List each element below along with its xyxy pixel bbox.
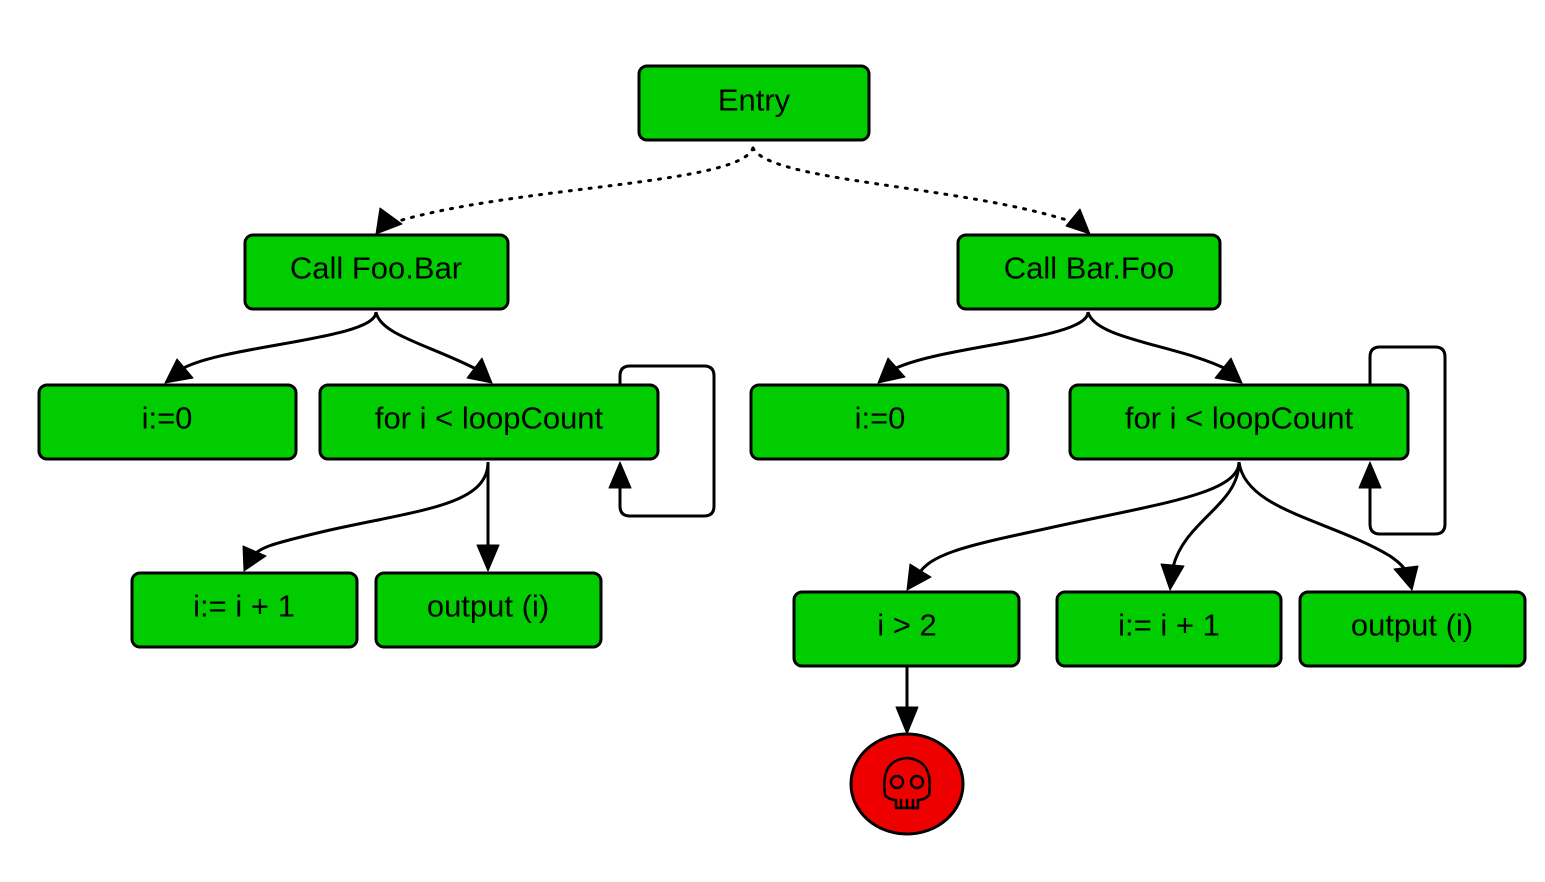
edge-call-foo-bar-to-loop — [374, 311, 479, 372]
edge-call-foo-bar-to-init — [179, 311, 378, 372]
arrowhead-foo-output — [476, 544, 500, 572]
node-bar-output-label: output (i) — [1351, 608, 1473, 643]
node-foo-output[interactable]: output (i) — [374, 571, 603, 649]
arrowhead-bar-increment — [1160, 563, 1185, 591]
node-entry[interactable]: Entry — [637, 64, 871, 142]
node-foo-increment-label: i:= i + 1 — [193, 589, 295, 624]
node-bar-increment[interactable]: i:= i + 1 — [1055, 590, 1283, 668]
node-bar-increment-label: i:= i + 1 — [1118, 608, 1220, 643]
arrowhead-call-bar-foo — [1065, 208, 1091, 235]
arrowhead-foo-self-loop — [608, 461, 632, 489]
node-call-bar-foo-label: Call Bar.Foo — [1004, 251, 1175, 286]
arrowhead-terminal — [895, 706, 919, 735]
node-terminal-crash[interactable] — [849, 732, 965, 836]
arrowhead-bar-init — [877, 357, 906, 384]
edge-foo-loop-self — [618, 364, 716, 518]
edge-bar-loop-self — [1368, 345, 1447, 536]
node-bar-loop[interactable]: for i < loopCount — [1068, 383, 1410, 461]
node-bar-init[interactable]: i:=0 — [749, 383, 1010, 461]
arrowheads — [164, 207, 1419, 735]
arrowhead-foo-loop — [466, 357, 493, 384]
arrowhead-call-foo-bar — [375, 207, 403, 235]
edges — [179, 146, 1447, 708]
arrowhead-bar-condition — [906, 563, 932, 591]
arrowhead-bar-self-loop — [1358, 461, 1382, 489]
arrowhead-foo-increment — [242, 545, 267, 572]
node-bar-condition[interactable]: i > 2 — [792, 590, 1021, 668]
edge-call-bar-foo-to-init — [891, 311, 1090, 372]
node-foo-increment[interactable]: i:= i + 1 — [130, 571, 359, 649]
arrowhead-foo-init — [164, 358, 194, 384]
node-foo-init-label: i:=0 — [142, 401, 193, 436]
node-entry-label: Entry — [718, 83, 791, 118]
node-bar-condition-label: i > 2 — [877, 608, 936, 643]
edge-foo-loop-to-increment — [250, 461, 490, 561]
node-call-foo-bar[interactable]: Call Foo.Bar — [243, 233, 510, 311]
node-call-bar-foo[interactable]: Call Bar.Foo — [956, 233, 1222, 311]
node-bar-init-label: i:=0 — [855, 401, 906, 436]
node-foo-init[interactable]: i:=0 — [37, 383, 298, 461]
node-bar-loop-label: for i < loopCount — [1125, 401, 1354, 436]
edge-bar-loop-to-increment — [1171, 461, 1241, 568]
node-foo-loop-label: for i < loopCount — [375, 401, 604, 436]
node-bar-output[interactable]: output (i) — [1298, 590, 1527, 668]
skull-icon — [883, 756, 931, 810]
arrowhead-bar-output — [1393, 565, 1419, 591]
edge-bar-loop-to-condition — [916, 461, 1241, 576]
edge-entry-to-call-bar-foo — [751, 146, 1075, 224]
arrowhead-bar-loop — [1214, 357, 1243, 384]
node-foo-loop[interactable]: for i < loopCount — [318, 383, 660, 461]
node-foo-output-label: output (i) — [427, 589, 549, 624]
edge-entry-to-call-foo-bar — [393, 146, 755, 224]
edge-bar-loop-to-output — [1237, 461, 1409, 576]
edge-call-bar-foo-to-loop — [1086, 311, 1229, 372]
node-call-foo-bar-label: Call Foo.Bar — [290, 251, 462, 286]
